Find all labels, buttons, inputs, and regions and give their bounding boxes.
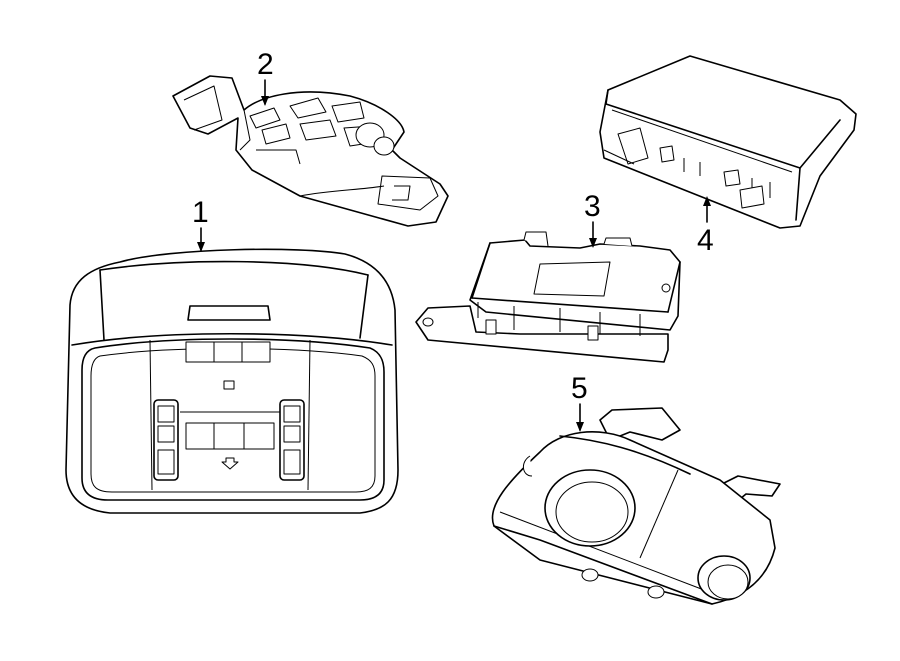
- callout-3-label: 3: [584, 190, 601, 223]
- callout-4-label: 4: [697, 224, 714, 257]
- receiver-module-part: [599, 55, 857, 229]
- callout-1-label: 1: [192, 196, 209, 229]
- callout-1-arrowhead: [197, 242, 205, 252]
- callout-4: 4: [697, 196, 714, 257]
- callout-2: 2: [257, 48, 274, 106]
- callout-1: 1: [192, 196, 209, 252]
- control-module-part: [415, 231, 681, 363]
- callout-5: 5: [571, 372, 588, 432]
- lamp-assembly-part: [491, 407, 781, 605]
- callout-5-label: 5: [571, 372, 588, 405]
- callout-3: 3: [584, 190, 601, 248]
- callout-2-label: 2: [257, 48, 274, 81]
- callout-4-arrowhead: [703, 196, 711, 206]
- mounting-bracket-part: [172, 75, 449, 227]
- overhead-console-part: [65, 248, 399, 514]
- callout-5-arrowhead: [576, 422, 584, 432]
- callout-2-arrowhead: [261, 96, 269, 106]
- callout-3-arrowhead: [589, 238, 597, 248]
